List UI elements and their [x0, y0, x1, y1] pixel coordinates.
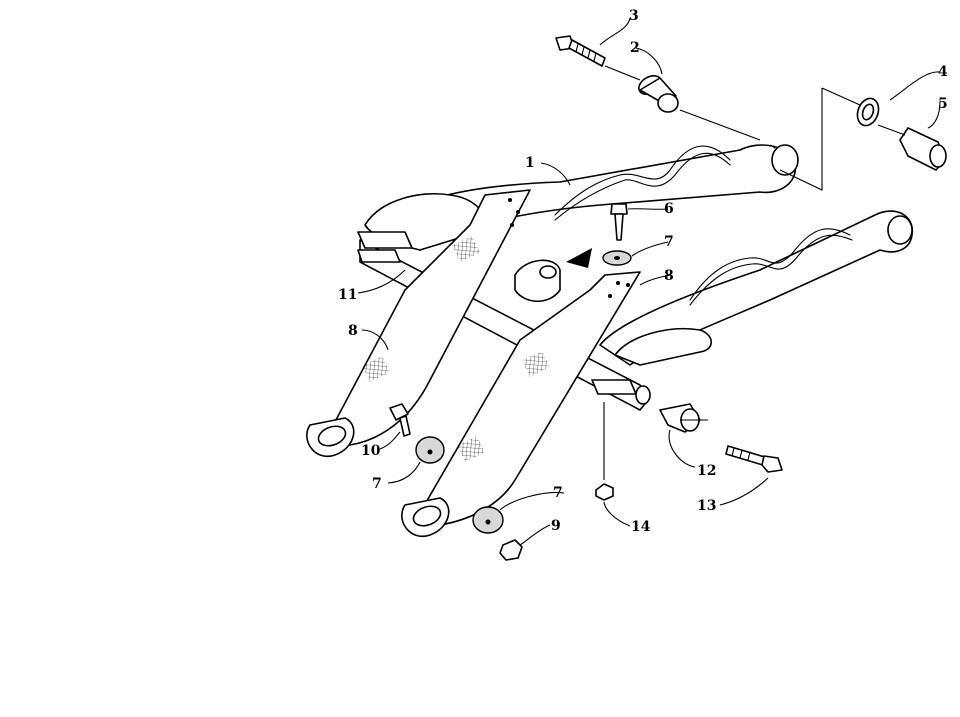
callout-7-bottom: 7	[553, 485, 563, 501]
arm-strap-left	[306, 189, 531, 458]
nut-14	[595, 483, 614, 501]
nut-9	[499, 539, 523, 561]
callout-14: 14	[631, 519, 651, 535]
callout-7-top: 7	[664, 234, 674, 250]
bolt-13	[725, 445, 783, 473]
bolt-10	[389, 403, 411, 437]
callout-10: 10	[361, 443, 381, 459]
arm-strap-right	[401, 271, 641, 538]
callout-2: 2	[630, 40, 640, 56]
callout-11: 11	[338, 287, 357, 303]
leader-lines	[357, 17, 941, 546]
triangle-arrow-icon	[566, 248, 592, 268]
callout-12: 12	[697, 463, 716, 479]
bolt-3	[555, 35, 606, 67]
callout-4: 4	[938, 64, 948, 80]
washer-7-left	[415, 436, 445, 464]
bushing-2	[638, 75, 679, 113]
callout-8-left: 8	[348, 323, 358, 339]
callout-1: 1	[525, 155, 535, 171]
callout-8-right: 8	[664, 268, 674, 284]
bolt-6	[610, 203, 628, 241]
callout-13: 13	[697, 498, 716, 514]
callout-3: 3	[629, 8, 639, 24]
washer-4	[856, 97, 880, 127]
nut-5	[899, 127, 947, 171]
bushing-12	[659, 403, 701, 433]
washer-7-top	[602, 250, 632, 266]
callout-5: 5	[938, 96, 948, 112]
callout-6: 6	[664, 201, 674, 217]
washer-7-bottom	[472, 506, 504, 534]
callout-labels: 3 2 4 5 1 6 7 8 11 8 10 7 7 9 12 13 14	[338, 8, 948, 535]
callout-9: 9	[551, 518, 561, 534]
callout-7-left: 7	[372, 476, 382, 492]
